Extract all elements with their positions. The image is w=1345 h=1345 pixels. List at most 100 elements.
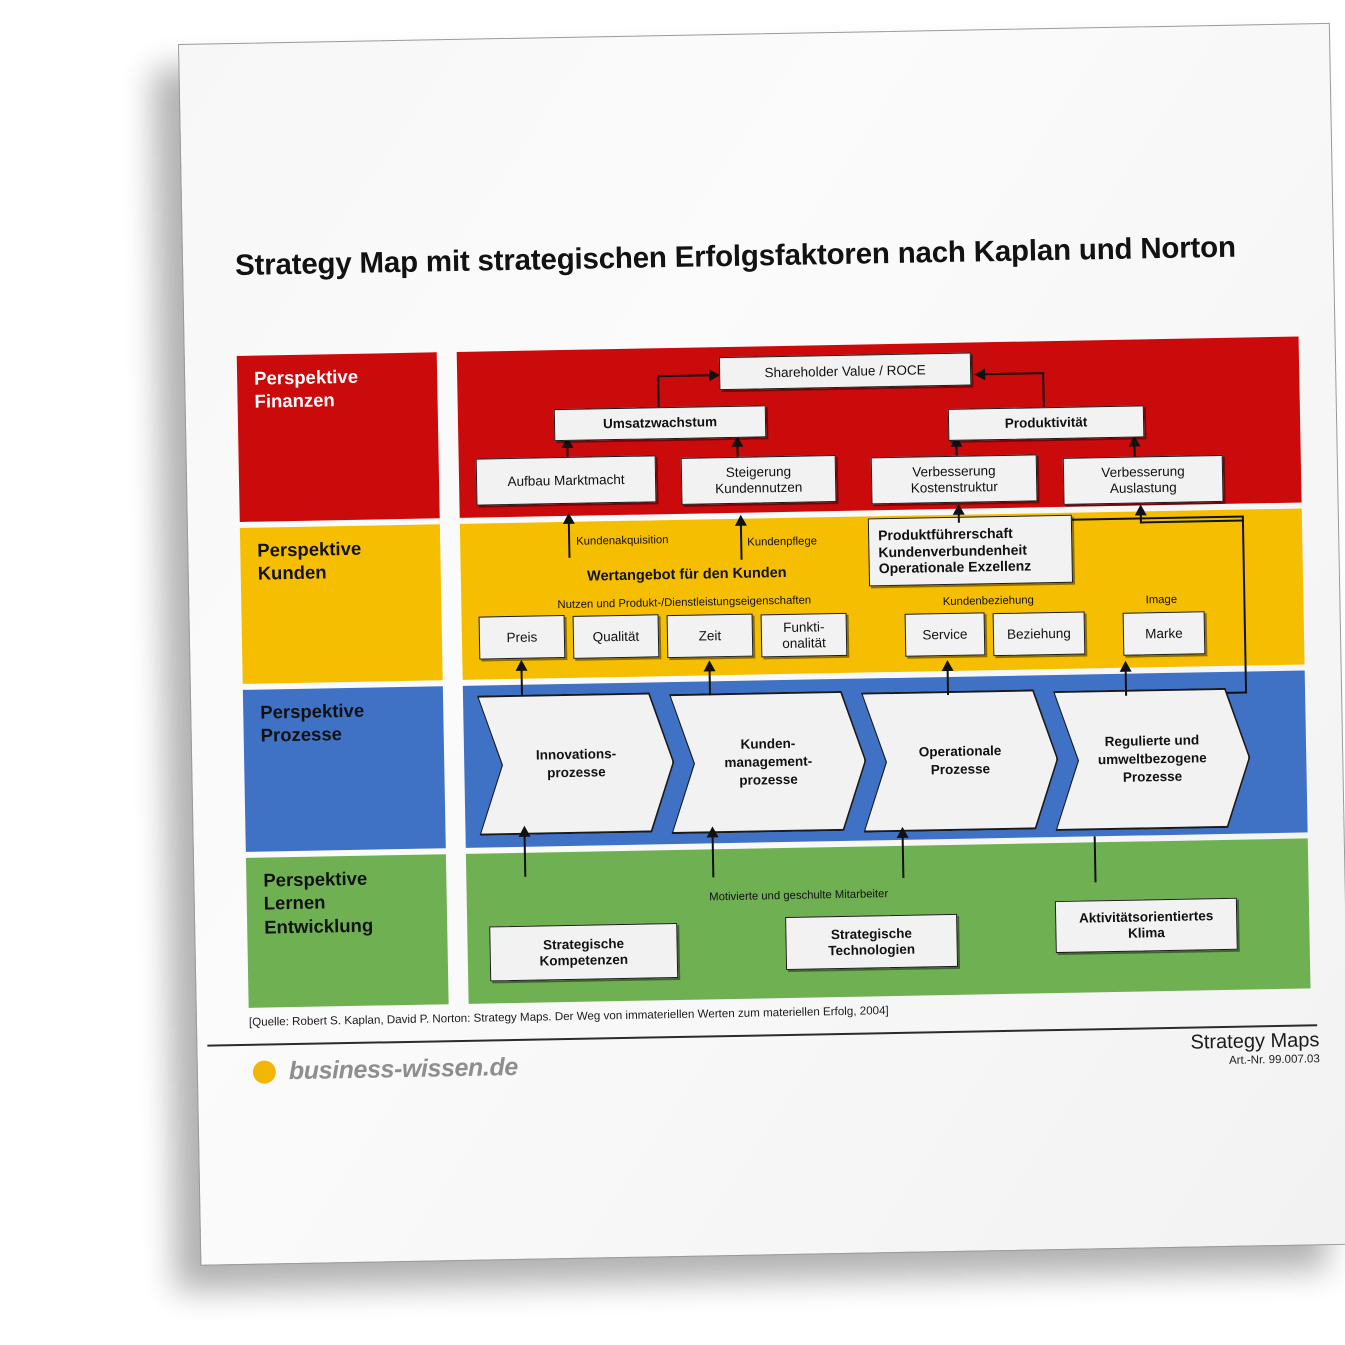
node-strategische-technologien[interactable]: Strategische Technologien [785, 913, 959, 971]
node-umsatzwachstum[interactable]: Umsatzwachstum [553, 405, 767, 442]
arrowhead-marke-from-process [1119, 660, 1132, 672]
band-body-customer: Kundenakquisition Kundenpflege Wertangeb… [459, 508, 1305, 680]
brand-name: business-wissen.de [288, 1052, 519, 1086]
chevron-face: Operationale Prozesse [863, 691, 1058, 831]
connector-operational-from-learning [901, 835, 905, 878]
node-strategie-themen[interactable]: Produktführerschaft Kundenverbundenheit … [867, 514, 1074, 587]
node-line1: Regulierte und [1104, 732, 1200, 750]
band-finance: Perspektive Finanzen Shareholder Value /… [236, 336, 1302, 522]
connector-preis-from-process [520, 668, 524, 695]
chevron-face: Kunden- management- prozesse [671, 692, 866, 832]
node-shareholder-value[interactable]: Shareholder Value / ROCE [718, 352, 972, 391]
node-line3: prozesse [739, 771, 798, 788]
label-nutzen-produkt: Nutzen und Produkt-/Dienstleistungseigen… [557, 594, 812, 612]
band-label-line1: Perspektive [253, 365, 359, 389]
arrowhead-kostenstruktur-up [952, 503, 965, 515]
connector-zeit-from-process [708, 669, 712, 696]
arrowhead-kundenakquisition-up [562, 512, 575, 525]
connector-service-from-process [946, 668, 950, 696]
band-body-learning: Motivierte und geschulte Mitarbeiter Str… [465, 838, 1311, 1004]
label-motivierte-mitarbeiter: Motivierte und geschulte Mitarbeiter [709, 888, 889, 904]
article-number: Art.-Nr. 99.007.03 [1228, 1053, 1320, 1067]
brand-logo[interactable]: business-wissen.de [252, 1052, 519, 1087]
node-line1: Steigerung [725, 463, 792, 480]
band-label-line2: Finanzen [254, 389, 335, 413]
document-identifier: Strategy Maps Art.-Nr. 99.007.03 [1190, 1029, 1320, 1067]
label-kundenakquisition: Kundenakquisition [576, 534, 669, 548]
brand-dot-icon [252, 1060, 277, 1084]
node-line1: Kunden- [740, 735, 796, 752]
node-line2: onalität [782, 634, 826, 651]
node-qualitaet[interactable]: Qualität [572, 614, 660, 659]
document-sheet: Strategy Map mit strategischen Erfolgsfa… [178, 22, 1345, 1266]
connector-marke-from-process [1124, 669, 1128, 696]
node-line1: Strategische [542, 935, 625, 953]
band-process: Perspektive Prozesse Innovations- prozes… [242, 670, 1308, 852]
node-regulierte-prozesse[interactable]: Regulierte und umweltbezogene Prozesse [1053, 687, 1252, 831]
node-line1: Verbesserung [912, 462, 996, 480]
connector-umsatz-to-shareholder-vertical [657, 375, 660, 410]
node-aktivitaetsorientiertes-klima[interactable]: Aktivitätsorientiertes Klima [1054, 897, 1238, 954]
node-line2: umweltbezogene [1097, 750, 1207, 768]
node-line2: Auslastung [1109, 479, 1177, 496]
node-funktionalitaet[interactable]: Funkti- onalität [760, 612, 848, 658]
node-zeit[interactable]: Zeit [666, 613, 754, 659]
node-steigerung-kundennutzen[interactable]: Steigerung Kundennutzen [680, 455, 837, 505]
node-line2: Kostenstruktur [910, 478, 998, 496]
node-line1: Innovations- [535, 746, 617, 763]
node-line2: Klima [1127, 925, 1165, 941]
band-label-line1: Perspektive [257, 537, 362, 561]
node-line1: Funkti- [783, 618, 825, 635]
band-label-line2: Lernen [263, 891, 326, 915]
band-label-learning: Perspektive Lernen Entwicklung [245, 854, 449, 1008]
band-label-line3: Entwicklung [264, 914, 374, 938]
arrowhead-innovation-from-learning [518, 825, 531, 837]
band-label-customer: Perspektive Kunden [239, 524, 443, 684]
node-preis[interactable]: Preis [478, 615, 566, 660]
node-strategische-kompetenzen[interactable]: Strategische Kompetenzen [489, 922, 679, 982]
chevron-face: Innovations- prozesse [479, 694, 674, 834]
node-line2: management- [724, 753, 813, 771]
node-kundenmanagementprozesse[interactable]: Kunden- management- prozesse [669, 691, 868, 835]
band-body-process: Innovations- prozesse Kunden- management… [462, 670, 1308, 848]
band-label-line1: Perspektive [263, 867, 368, 891]
arrowhead-preis-from-process [515, 659, 528, 671]
band-body-finance: Shareholder Value / ROCE Umsatzwachstum … [456, 336, 1302, 518]
arrowhead-kundenmanagement-from-learning [706, 826, 719, 838]
strategy-map-diagram: Perspektive Finanzen Shareholder Value /… [236, 336, 1311, 1008]
node-line1: Operationale [918, 742, 1002, 760]
arrowhead-zeit-from-process [703, 660, 716, 672]
node-line1: Strategische [830, 925, 913, 942]
node-line2: Kundennutzen [715, 479, 803, 496]
band-label-process: Perspektive Prozesse [242, 686, 446, 852]
arrowhead-auslastung-up [1134, 504, 1147, 516]
node-innovationsprozesse[interactable]: Innovations- prozesse [477, 692, 676, 836]
source-note: [Quelle: Robert S. Kaplan, David P. Nort… [248, 1004, 889, 1029]
band-label-finance: Perspektive Finanzen [236, 352, 440, 522]
label-image: Image [1145, 593, 1178, 607]
node-verbesserung-kostenstruktur[interactable]: Verbesserung Kostenstruktur [870, 454, 1038, 505]
connector-umsatz-to-shareholder-horizontal [657, 374, 712, 378]
label-kundenbeziehung: Kundenbeziehung [942, 594, 1034, 609]
node-line3: Prozesse [1122, 768, 1183, 785]
node-line2: Prozesse [930, 761, 991, 778]
node-produktivitaet[interactable]: Produktivität [947, 405, 1145, 441]
arrowhead-service-from-process [941, 659, 954, 672]
chevron-face: Regulierte und umweltbezogene Prozesse [1055, 689, 1250, 829]
node-operationale-prozesse[interactable]: Operationale Prozesse [861, 689, 1060, 833]
node-aufbau-marktmacht[interactable]: Aufbau Marktmacht [475, 455, 657, 506]
node-service[interactable]: Service [904, 612, 986, 657]
label-kundenpflege: Kundenpflege [747, 535, 818, 549]
node-line2: Kompetenzen [539, 951, 629, 969]
band-label-line2: Kunden [257, 561, 327, 585]
node-beziehung[interactable]: Beziehung [992, 611, 1086, 657]
connector-produktivitaet-to-shareholder-horizontal [985, 372, 1045, 376]
node-line2: Technologien [828, 941, 916, 958]
connector-produktivitaet-to-shareholder-vertical [1042, 372, 1046, 410]
node-verbesserung-auslastung[interactable]: Verbesserung Auslastung [1062, 454, 1224, 505]
label-wertangebot: Wertangebot für den Kunden [586, 564, 787, 585]
footer-divider [207, 1024, 1318, 1047]
node-marke[interactable]: Marke [1122, 611, 1206, 656]
node-line1: Verbesserung [1101, 463, 1185, 480]
